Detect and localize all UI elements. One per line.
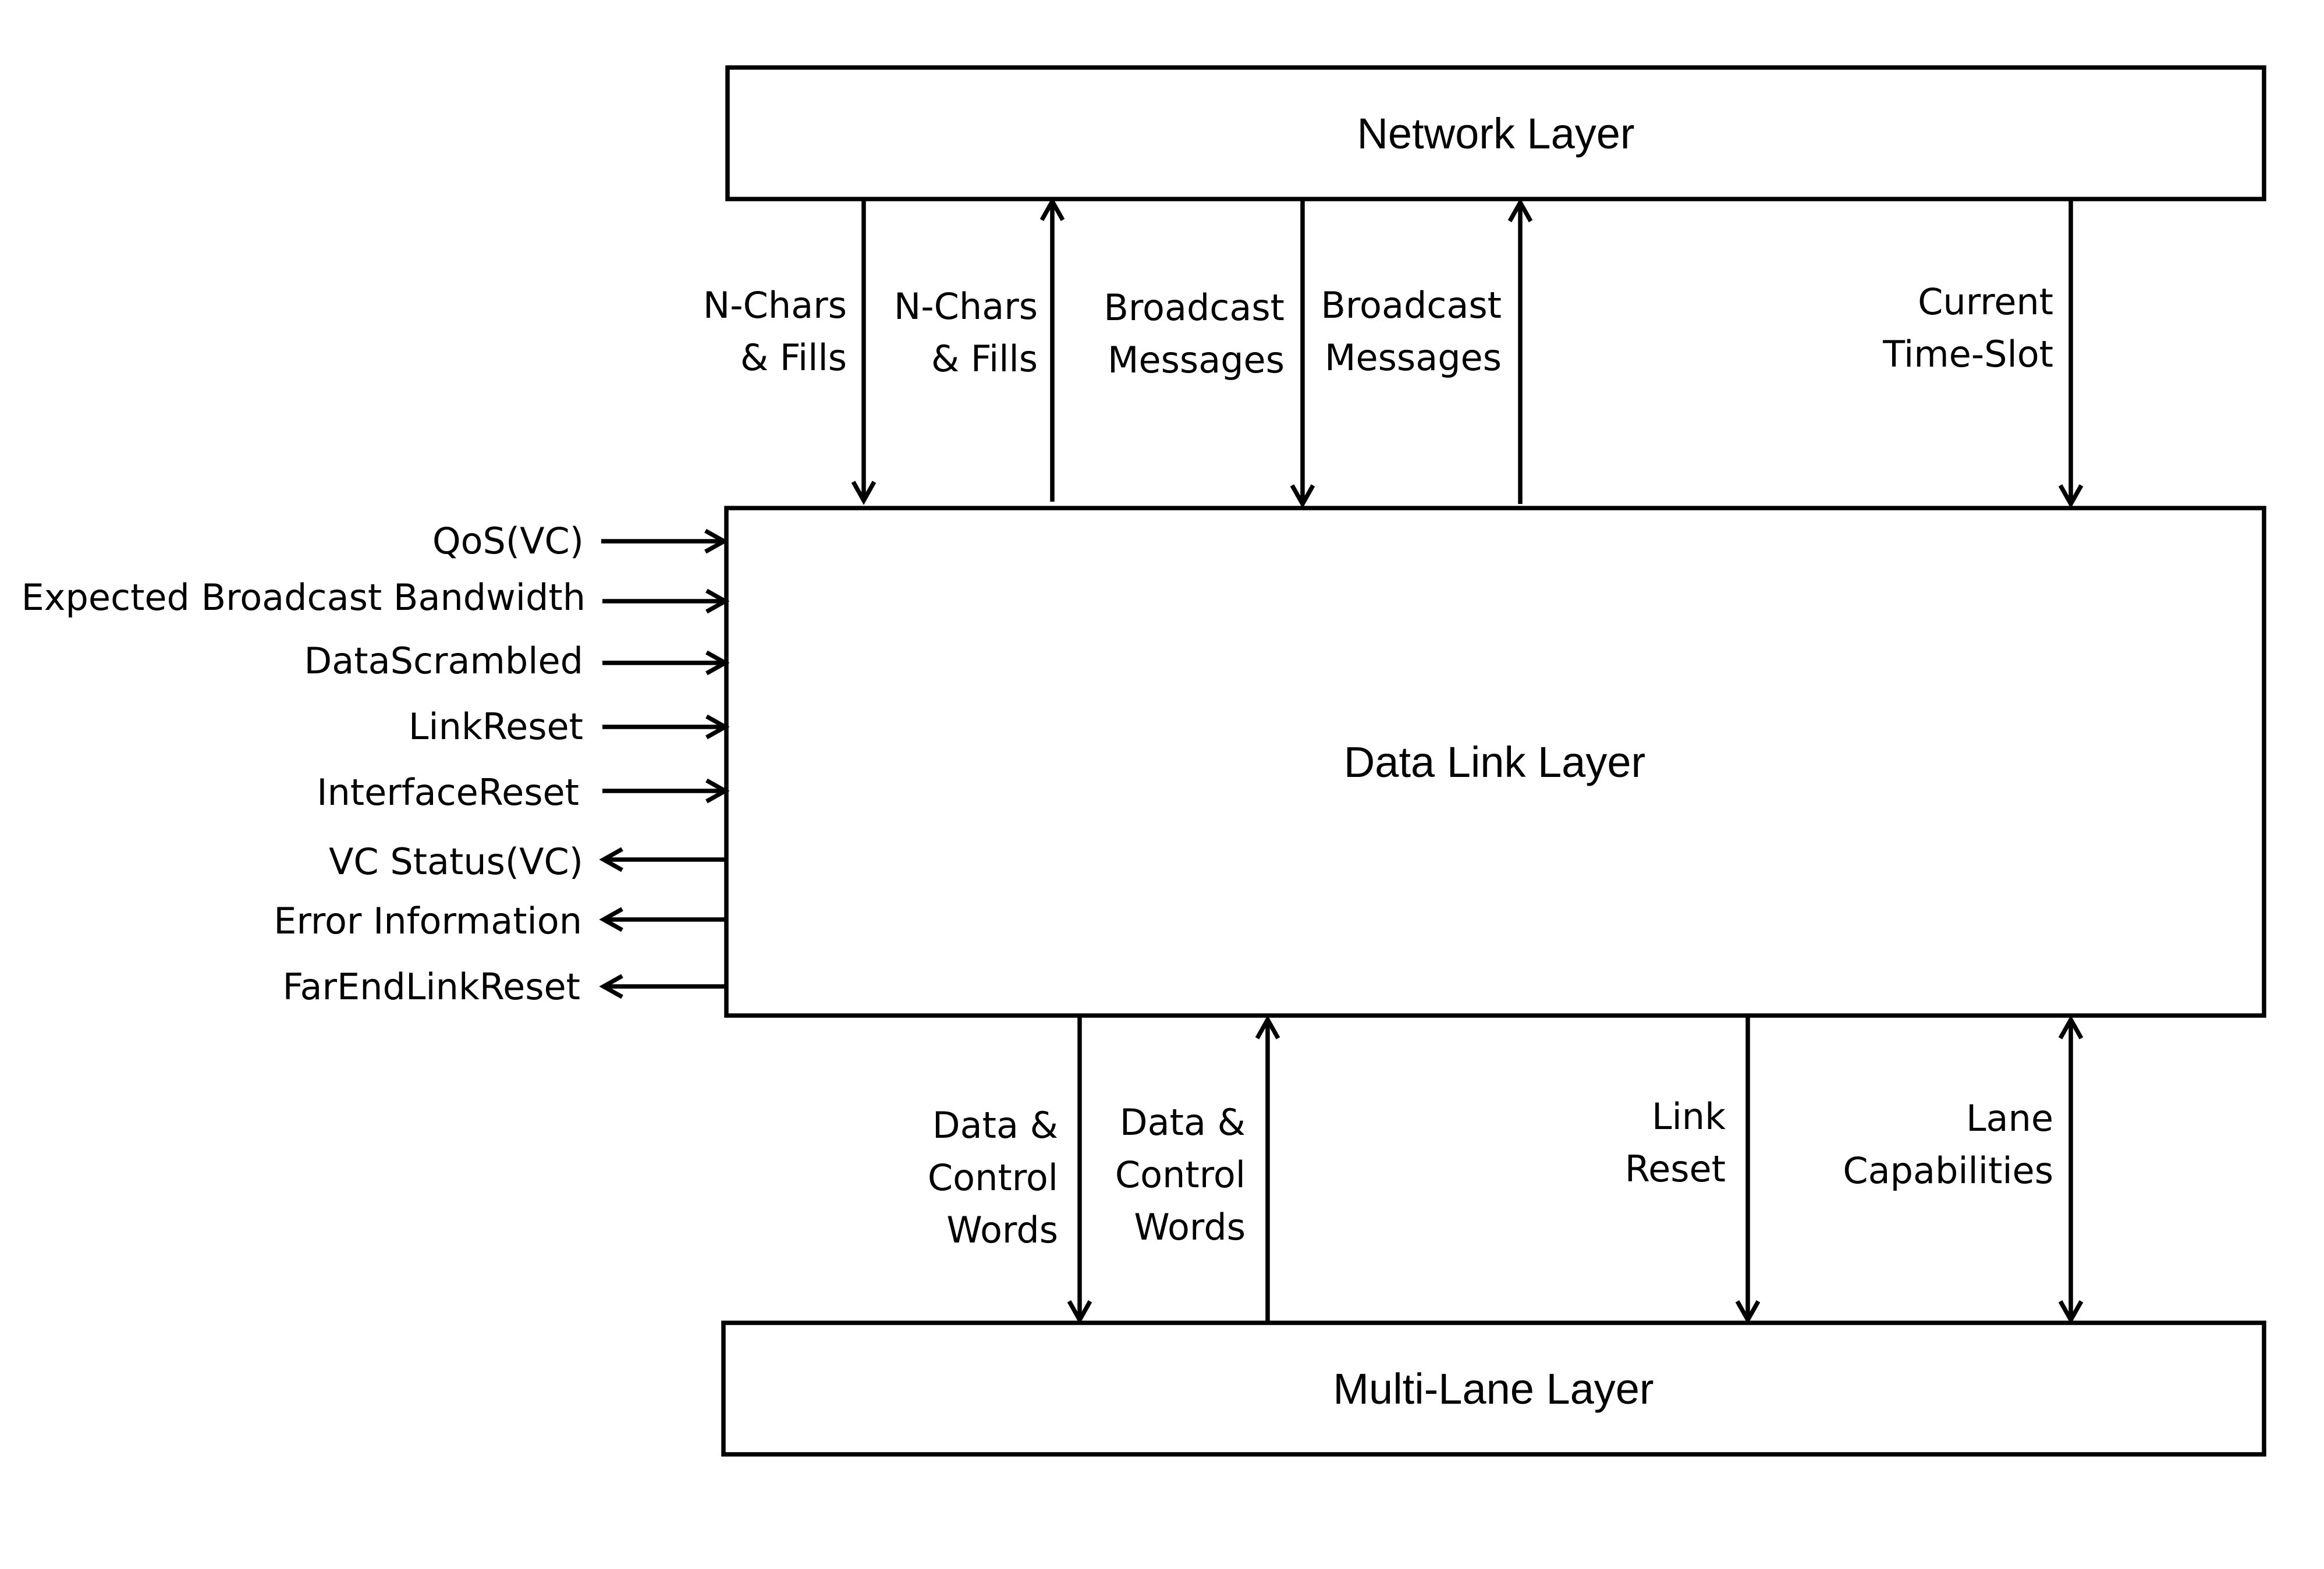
side-signal-label: DataScrambled bbox=[304, 640, 583, 682]
top-signal-nchars-down: N-Chars & Fills bbox=[703, 199, 877, 505]
top-signal-broadcast-down: Broadcast Messages bbox=[1104, 199, 1315, 509]
side-signal-qos-in: QoS(VC) bbox=[432, 520, 729, 562]
side-signal-datascrambled-in: DataScrambled bbox=[304, 640, 730, 682]
data-link-layer-title: Data Link Layer bbox=[1344, 738, 1645, 786]
top-signal-label: Messages bbox=[1325, 336, 1502, 379]
side-signal-label: LinkReset bbox=[409, 705, 583, 748]
side-signal-bandwidth-in: Expected Broadcast Bandwidth bbox=[22, 576, 730, 619]
multi-lane-layer-title: Multi-Lane Layer bbox=[1333, 1365, 1654, 1413]
bottom-signal-label: Words bbox=[1134, 1206, 1246, 1248]
top-signal-label: Broadcast bbox=[1104, 286, 1285, 329]
top-signal-label: & Fills bbox=[740, 336, 847, 379]
bottom-signal-lanecaps-both: Lane Capabilities bbox=[1843, 1015, 2084, 1325]
bottom-signal-label: Words bbox=[946, 1209, 1058, 1251]
bottom-signal-label: Link bbox=[1652, 1095, 1726, 1138]
side-signal-vcstatus-out: VC Status(VC) bbox=[329, 840, 725, 883]
side-signal-label: QoS(VC) bbox=[432, 520, 584, 562]
data-link-layer-box bbox=[724, 506, 2266, 1018]
top-signal-label: Time-Slot bbox=[1882, 333, 2053, 375]
side-signal-farendlinkreset-out: FarEndLinkReset bbox=[283, 965, 725, 1008]
top-signal-label: Messages bbox=[1108, 339, 1285, 381]
bottom-signal-label: Data & bbox=[932, 1104, 1058, 1146]
bottom-signal-label: Reset bbox=[1625, 1148, 1726, 1190]
network-layer-title: Network Layer bbox=[1357, 109, 1634, 158]
top-signal-timeslot-down: Current Time-Slot bbox=[1882, 199, 2084, 509]
top-signal-label: & Fills bbox=[931, 338, 1038, 380]
side-signal-label: FarEndLinkReset bbox=[283, 965, 580, 1008]
bottom-signal-linkreset-down: Link Reset bbox=[1625, 1016, 1761, 1325]
bottom-signal-label: Control bbox=[1115, 1153, 1246, 1196]
side-signal-errorinfo-out: Error Information bbox=[274, 900, 725, 942]
bottom-signal-label: Lane bbox=[1966, 1097, 2053, 1140]
side-signal-label: Error Information bbox=[274, 900, 582, 942]
side-signal-label: Expected Broadcast Bandwidth bbox=[22, 576, 586, 619]
side-signal-linkreset-in: LinkReset bbox=[409, 705, 730, 748]
bottom-signal-label: Data & bbox=[1120, 1101, 1246, 1144]
side-signal-interfacereset-in: InterfaceReset bbox=[317, 771, 730, 814]
network-layer-box bbox=[725, 65, 2266, 201]
top-signal-nchars-up: N-Chars & Fills bbox=[894, 197, 1065, 502]
bottom-signal-data-down: Data & Control Words bbox=[928, 1016, 1092, 1325]
bottom-signal-data-up: Data & Control Words bbox=[1115, 1015, 1280, 1321]
multi-lane-layer-box bbox=[721, 1320, 2266, 1457]
bottom-signal-label: Capabilities bbox=[1843, 1149, 2053, 1192]
side-signal-label: VC Status(VC) bbox=[329, 840, 583, 883]
top-signal-label: Broadcast bbox=[1321, 284, 1502, 326]
top-signal-broadcast-up: Broadcast Messages bbox=[1321, 198, 1533, 504]
side-signal-label: InterfaceReset bbox=[317, 771, 579, 814]
top-signal-label: N-Chars bbox=[894, 285, 1038, 328]
bottom-signal-label: Control bbox=[928, 1156, 1058, 1199]
top-signal-label: Current bbox=[1918, 281, 2053, 323]
top-signal-label: N-Chars bbox=[703, 284, 847, 326]
